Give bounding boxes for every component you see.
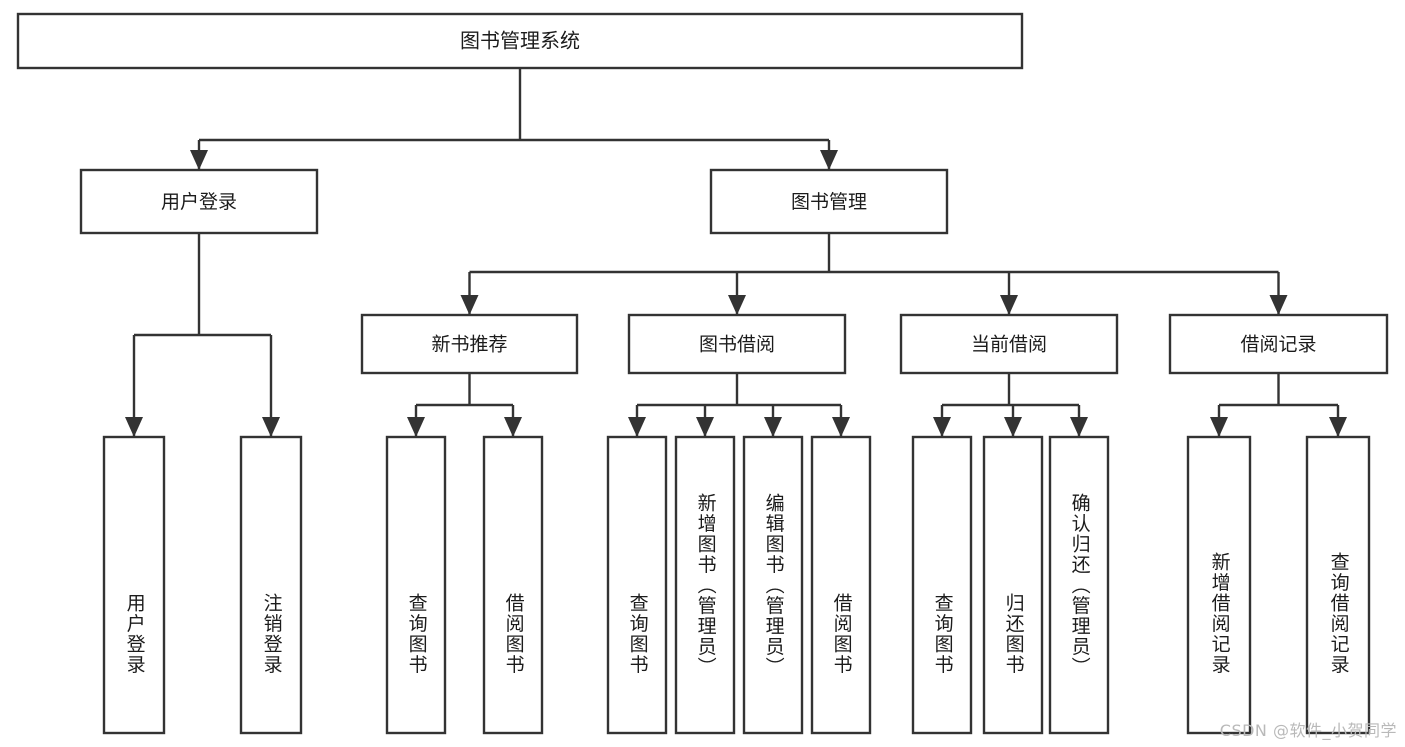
node-box-leaf-add-record[interactable]: [1186, 435, 1252, 735]
node-box-leaf-confirm-return[interactable]: [1048, 435, 1110, 735]
arrow-head-icon: [1070, 417, 1088, 437]
watermark: CSDN @软件_小贺同学: [1219, 721, 1397, 740]
node-label-book-borrow: 图书借阅: [699, 334, 775, 356]
node-box-leaf-borrow-book-1[interactable]: [482, 435, 544, 735]
node-box-root[interactable]: [16, 12, 1024, 70]
arrow-head-icon: [832, 417, 850, 437]
arrow-head-icon: [1000, 295, 1018, 315]
arrow-head-icon: [407, 417, 425, 437]
node-label-root: 图书管理系统: [460, 29, 580, 53]
arrow-head-icon: [1004, 417, 1022, 437]
arrow-head-icon: [125, 417, 143, 437]
connector-lines: [125, 68, 1347, 437]
arrow-head-icon: [696, 417, 714, 437]
node-box-leaf-query-book-1[interactable]: [385, 435, 447, 735]
node-box-leaf-query-book-2[interactable]: [606, 435, 668, 735]
arrow-head-icon: [820, 150, 838, 170]
node-label-new-book-recommend: 新书推荐: [431, 334, 507, 356]
node-box-leaf-user-logout[interactable]: [239, 435, 303, 735]
node-box-current-borrow[interactable]: [899, 313, 1119, 375]
arrow-head-icon: [190, 150, 208, 170]
node-box-book-borrow[interactable]: [627, 313, 847, 375]
node-box-leaf-return-book[interactable]: [982, 435, 1044, 735]
arrow-head-icon: [628, 417, 646, 437]
arrow-head-icon: [262, 417, 280, 437]
node-box-book-management[interactable]: [709, 168, 949, 235]
node-label-borrow-record: 借阅记录: [1240, 334, 1316, 356]
node-box-user-login[interactable]: [79, 168, 319, 235]
node-label-book-management: 图书管理: [791, 191, 867, 213]
arrow-head-icon: [1329, 417, 1347, 437]
node-box-leaf-user-login[interactable]: [102, 435, 166, 735]
node-box-leaf-add-book[interactable]: [674, 435, 736, 735]
node-box-leaf-query-book-3[interactable]: [911, 435, 973, 735]
node-boxes: [16, 12, 1389, 735]
node-box-leaf-edit-book[interactable]: [742, 435, 804, 735]
arrow-head-icon: [728, 295, 746, 315]
arrow-head-icon: [1269, 295, 1288, 315]
node-box-borrow-record[interactable]: [1168, 313, 1389, 375]
arrow-head-icon: [460, 295, 479, 315]
node-label-current-borrow: 当前借阅: [971, 334, 1047, 356]
arrow-head-icon: [764, 417, 782, 437]
node-label-user-login: 用户登录: [161, 191, 237, 213]
node-box-new-book-recommend[interactable]: [360, 313, 579, 375]
arrow-head-icon: [933, 417, 951, 437]
node-box-leaf-query-record[interactable]: [1305, 435, 1371, 735]
node-box-leaf-borrow-book-2[interactable]: [810, 435, 872, 735]
arrow-head-icon: [504, 417, 522, 437]
arrow-head-icon: [1210, 417, 1228, 437]
